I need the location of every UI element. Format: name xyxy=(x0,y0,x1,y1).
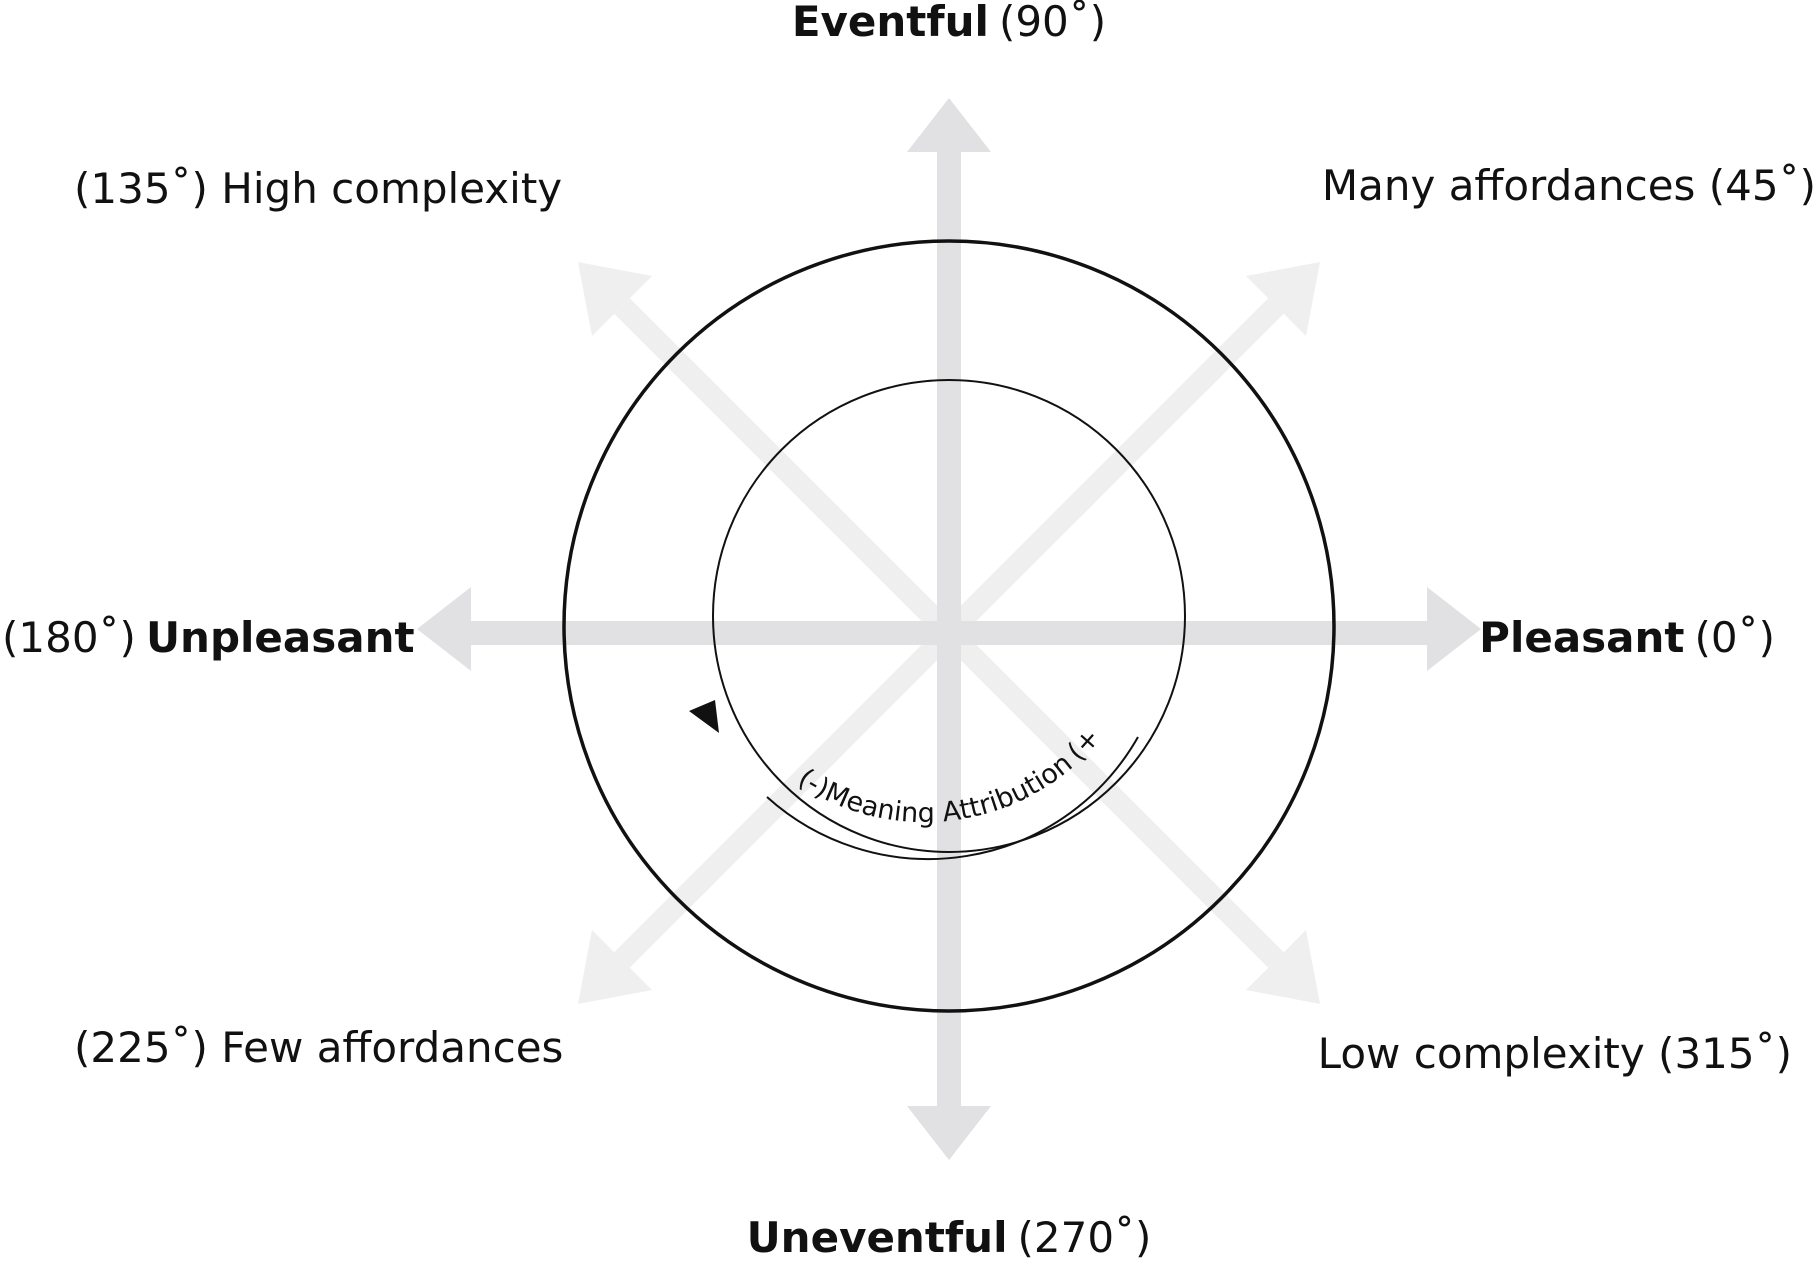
label-uneventful: Uneventful(270˚) xyxy=(747,1213,1152,1262)
axis-right-arrowhead xyxy=(1427,587,1481,671)
label-uneventful-angle: (270˚) xyxy=(1017,1213,1151,1262)
label-eventful: Eventful(90˚) xyxy=(792,0,1106,46)
axis-down-arrowhead xyxy=(907,1106,991,1160)
label-many-affordances: Many affordances (45˚) xyxy=(1322,161,1816,210)
label-unpleasant: (180˚)Unpleasant xyxy=(2,613,415,662)
axis-45-arrow xyxy=(941,262,1320,641)
label-eventful-angle: (90˚) xyxy=(999,0,1106,46)
inner-circle xyxy=(712,379,1186,853)
label-unpleasant-angle: (180˚) xyxy=(2,613,136,662)
label-unpleasant-name: Unpleasant xyxy=(146,613,415,662)
label-high-complexity: (135˚) High complexity xyxy=(74,164,562,213)
main-axes xyxy=(417,98,1481,1160)
outer-circle xyxy=(562,239,1336,1013)
axis-225-arrow xyxy=(578,625,957,1004)
axis-horizontal xyxy=(417,587,1481,671)
label-uneventful-name: Uneventful xyxy=(747,1213,1008,1262)
label-pleasant-name: Pleasant xyxy=(1479,613,1684,662)
diagonal-axes xyxy=(578,262,1320,1004)
axis-315-arrow xyxy=(941,625,1320,1004)
label-pleasant-angle: (0˚) xyxy=(1695,613,1776,662)
label-pleasant: Pleasant(0˚) xyxy=(1479,613,1775,662)
label-low-complexity: Low complexity (315˚) xyxy=(1318,1029,1792,1078)
label-few-affordances: (225˚) Few affordances xyxy=(74,1023,563,1072)
label-eventful-name: Eventful xyxy=(792,0,989,46)
meaning-attribution-arc xyxy=(766,736,1139,861)
axis-left-arrowhead xyxy=(417,587,471,671)
triangle-arrowhead-icon xyxy=(689,700,719,733)
axis-135-arrow xyxy=(578,262,957,641)
axis-up-arrowhead xyxy=(907,98,991,152)
